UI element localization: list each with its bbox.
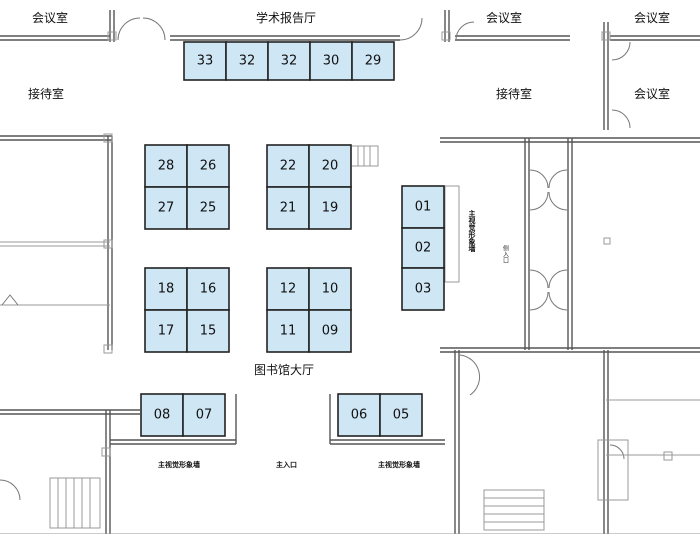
booth-box	[144, 186, 188, 230]
library-hall-label: 图书馆大厅	[254, 362, 314, 377]
main-entrance-label: 主入口	[276, 460, 297, 469]
booth-06: 06	[337, 393, 381, 437]
booth-05: 05	[379, 393, 423, 437]
booth-number: 01	[415, 200, 432, 215]
booth-box	[337, 393, 381, 437]
booth-box	[309, 41, 353, 81]
booth-number: 10	[322, 282, 339, 297]
reception-right-label: 接待室	[496, 86, 532, 101]
booth-26: 26	[186, 144, 230, 188]
booth-box	[351, 41, 395, 81]
booth-32: 32	[267, 41, 311, 81]
booths: 33 32 32 30 29 28 26 27 25 22 20 21 19 01 02 03 18 16 17 15…	[140, 41, 445, 437]
meeting-room-top-right-label: 会议室	[634, 10, 670, 25]
booth-number: 18	[158, 282, 175, 297]
booth-number: 29	[365, 54, 382, 69]
booth-15: 15	[186, 309, 230, 353]
booth-number: 25	[200, 201, 217, 216]
booth-10: 10	[308, 267, 352, 311]
booth-box	[379, 393, 423, 437]
booth-18: 18	[144, 267, 188, 311]
booth-number: 32	[281, 54, 298, 69]
booth-09: 09	[308, 309, 352, 353]
booth-box	[401, 227, 445, 269]
booth-number: 08	[154, 408, 171, 423]
booth-number: 07	[196, 408, 213, 423]
booth-box	[266, 186, 310, 230]
booth-number: 33	[197, 54, 214, 69]
booth-box	[308, 186, 352, 230]
booth-box	[186, 309, 230, 353]
booth-box	[182, 393, 226, 437]
booth-03: 03	[401, 267, 445, 311]
side-entrance-label: 侧入口	[502, 244, 509, 264]
booth-22: 22	[266, 144, 310, 188]
booth-box	[186, 186, 230, 230]
booth-30: 30	[309, 41, 353, 81]
walls	[0, 10, 700, 534]
meeting-room-top-left-label: 会议室	[32, 10, 68, 25]
booth-number: 06	[351, 408, 368, 423]
booth-number: 26	[200, 159, 217, 174]
booth-01: 01	[401, 185, 445, 229]
booth-number: 32	[239, 54, 256, 69]
booth-number: 11	[280, 324, 297, 339]
booth-number: 02	[415, 241, 432, 256]
booth-number: 21	[280, 201, 297, 216]
booth-27: 27	[144, 186, 188, 230]
booth-07: 07	[182, 393, 226, 437]
booth-number: 03	[415, 282, 432, 297]
booth-number: 20	[322, 159, 339, 174]
booth-number: 12	[280, 282, 297, 297]
booth-number: 28	[158, 159, 175, 174]
main-visual-wall-right-label: 主视觉形象墙	[378, 460, 420, 469]
meeting-room-right-label: 会议室	[634, 86, 670, 101]
booth-box	[401, 267, 445, 311]
booth-02: 02	[401, 227, 445, 269]
booth-box	[144, 267, 188, 311]
booth-number: 05	[393, 408, 410, 423]
booth-21: 21	[266, 186, 310, 230]
booth-17: 17	[144, 309, 188, 353]
booth-11: 11	[266, 309, 310, 353]
booth-20: 20	[308, 144, 352, 188]
booth-32: 32	[225, 41, 269, 81]
booth-number: 17	[158, 324, 175, 339]
meeting-room-top-mid-label: 会议室	[486, 10, 522, 25]
booth-16: 16	[186, 267, 230, 311]
booth-25: 25	[186, 186, 230, 230]
booth-number: 16	[200, 282, 217, 297]
booth-number: 15	[200, 324, 217, 339]
booth-28: 28	[144, 144, 188, 188]
reception-left-label: 接待室	[28, 86, 64, 101]
booth-number: 09	[322, 324, 339, 339]
booth-box	[183, 41, 227, 81]
booth-number: 19	[322, 201, 339, 216]
booth-08: 08	[140, 393, 184, 437]
booth-number: 22	[280, 159, 297, 174]
booth-box	[266, 309, 310, 353]
booth-29: 29	[351, 41, 395, 81]
academic-hall-label: 学术报告厅	[256, 10, 316, 25]
main-visual-wall-left-label: 主视觉形象墙	[158, 460, 200, 469]
booth-12: 12	[266, 267, 310, 311]
booth-box	[308, 309, 352, 353]
booth-number: 30	[323, 54, 340, 69]
booth-33: 33	[183, 41, 227, 81]
booth-19: 19	[308, 186, 352, 230]
booth-number: 27	[158, 201, 175, 216]
booth-box	[186, 144, 230, 188]
main-visual-wall-vertical-label: 主视觉形象墙	[468, 209, 476, 253]
